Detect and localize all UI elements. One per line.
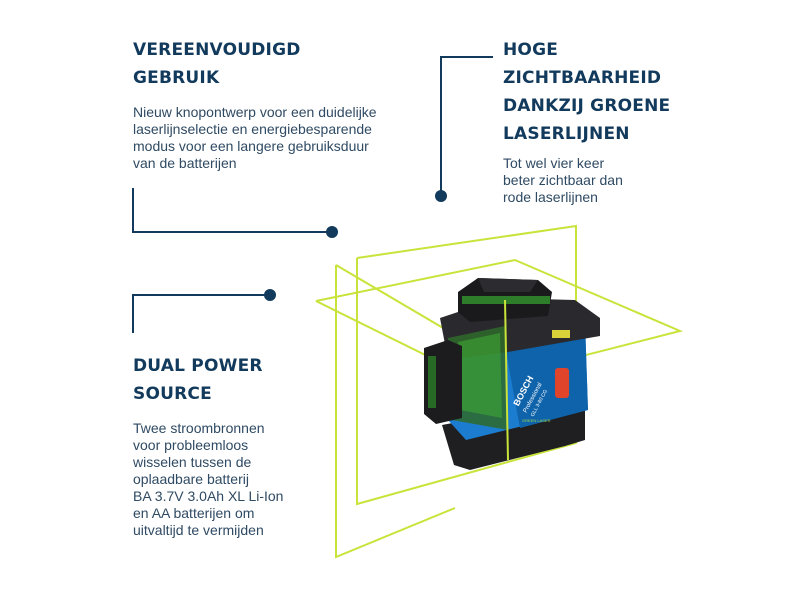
- callout-dot: [435, 190, 447, 202]
- callout-dot: [264, 289, 276, 301]
- callout-line-simple-use: [132, 188, 332, 233]
- feature-title-visibility: HOGE ZICHTBAARHEID DANKZIJ GROENE LASERL…: [503, 36, 723, 148]
- feature-text-line: Twee stroombronnen: [133, 420, 265, 436]
- feature-title-simple-use: VEREENVOUDIGD GEBRUIK: [133, 36, 363, 92]
- feature-title-line: GEBRUIK: [133, 68, 220, 88]
- feature-text-line: voor probleemloos: [133, 437, 249, 453]
- laser-line: [335, 264, 456, 336]
- laser-plane-vertical-back: [356, 224, 577, 506]
- feature-text-line: van de batterijen: [133, 155, 237, 171]
- feature-title-line: SOURCE: [133, 384, 212, 404]
- model-badge: [552, 330, 570, 338]
- feature-title-line: LASERLIJNEN: [503, 124, 630, 144]
- feature-text-line: uitvaltijd te vermijden: [133, 522, 264, 538]
- feature-text-line: BA 3.7V 3.0Ah XL Li-Ion: [133, 488, 284, 504]
- feature-text-line: wisselen tussen de: [133, 454, 252, 470]
- feature-title-line: DUAL POWER: [133, 356, 263, 376]
- device-branding: BOSCH Professional GLL 3-80 CG: [511, 374, 549, 418]
- laser-device: [424, 278, 600, 470]
- callout-dots: [264, 190, 447, 301]
- feature-title-line: HOGE: [503, 40, 559, 60]
- laser-plane-vertical-front: [335, 265, 456, 559]
- feature-text-dual-power: Twee stroombronnen voor probleemloos wis…: [133, 420, 323, 539]
- feature-text-line: beter zichtbaar dan: [503, 172, 623, 188]
- feature-title-line: VEREENVOUDIGD: [133, 40, 301, 60]
- feature-text-line: oplaadbare batterij: [133, 471, 249, 487]
- feature-text-line: laserlijnselectie en energiebesparende: [133, 121, 372, 137]
- feature-text-simple-use: Nieuw knopontwerp voor een duidelijke la…: [133, 104, 423, 172]
- feature-text-line: modus voor een langere gebruiksduur: [133, 138, 369, 154]
- feature-text-line: rode laserlijnen: [503, 189, 598, 205]
- feature-title-line: ZICHTBAARHEID: [503, 68, 662, 88]
- feature-title-line: DANKZIJ GROENE: [503, 96, 671, 116]
- feature-text-line: Tot wel vier keer: [503, 155, 605, 171]
- feature-text-line: Nieuw knopontwerp voor een duidelijke: [133, 104, 377, 120]
- callout-line-dual-power: [132, 294, 270, 333]
- callout-line-visibility: [440, 56, 493, 196]
- feature-title-dual-power: DUAL POWER SOURCE: [133, 352, 363, 408]
- feature-text-visibility: Tot wel vier keer beter zichtbaar dan ro…: [503, 155, 683, 206]
- red-button: [555, 368, 569, 398]
- green-laser-label: GREEN LASER: [522, 418, 551, 423]
- feature-text-line: en AA batterijen om: [133, 505, 255, 521]
- callout-lines: [132, 56, 493, 333]
- callout-dot: [326, 226, 338, 238]
